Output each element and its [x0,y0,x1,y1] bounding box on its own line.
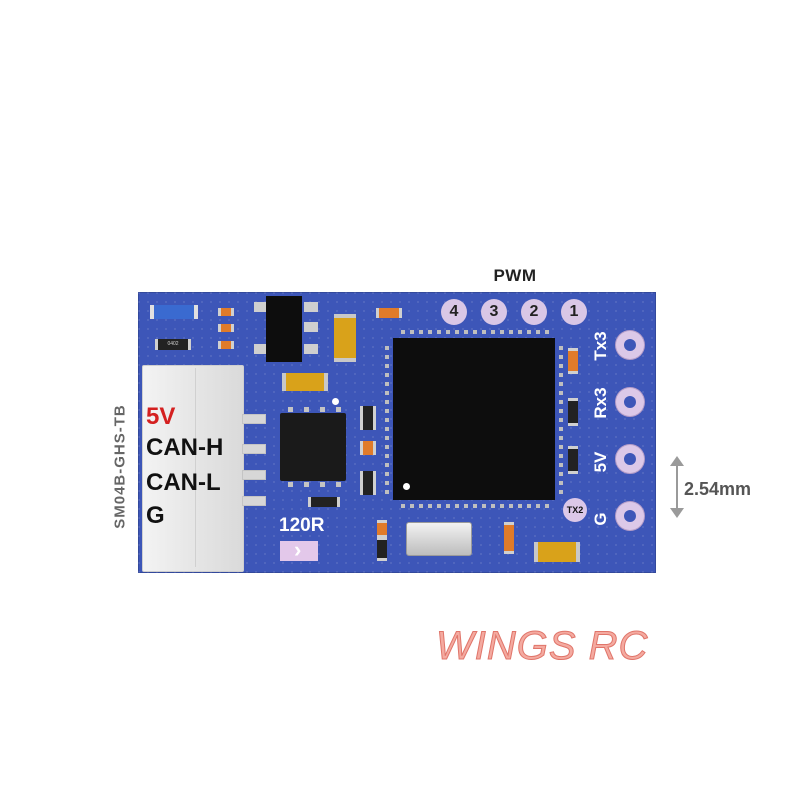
mcu-pads-bottom [401,504,549,508]
resistor [360,471,376,495]
ic-pin [254,344,268,354]
ic-pin [304,322,318,332]
crystal-oscillator [406,522,472,556]
pin1-dot [332,398,339,405]
smd-orange [360,441,376,455]
connector-pin [242,496,266,506]
termination-jumper-pad [280,537,318,563]
smd-orange [377,520,387,538]
mcu-chip [393,338,555,500]
pwm-pad-4: 4 [441,299,467,325]
resistor [377,537,387,561]
smd-orange [218,324,234,332]
brand-logo: WINGS RC [435,624,649,669]
mcu-pads-right [559,346,563,494]
pin-label-5v: 5V [591,451,610,473]
smd-orange [218,308,234,316]
mcu-pads-top [401,330,549,334]
pin-label-tx3: Tx3 [591,331,610,361]
mcu-pin1-dot [403,483,410,490]
blue-component [150,305,198,319]
ic-pin [304,344,318,354]
pin-label-rx3: Rx3 [591,387,610,419]
smd-orange [218,341,234,349]
pwm-pad-2: 2 [521,299,547,325]
connector-part-number: SM04B-GHS-TB [111,404,129,529]
resistor-code-1: 0402 [155,339,191,350]
dimension-arrow-up [670,456,684,466]
pwm-title: PWM [493,266,537,285]
can-transceiver-chip [280,413,346,481]
mcu-pads-left [385,346,389,494]
connector-pin-canl: CAN-L [146,469,221,496]
tx2-pad: TX2 [563,498,587,522]
connector-pin-5v: 5V [146,403,176,430]
dimension-arrow-down [670,508,684,518]
chip-pin [304,482,309,487]
connector-divider [145,368,196,567]
chip-pin [288,407,293,412]
chip-pin [336,407,341,412]
tantalum-capacitor [282,373,328,391]
smd-orange [504,522,514,554]
tantalum-capacitor [534,542,580,562]
chip-pin [288,482,293,487]
chip-pin [304,407,309,412]
connector-pin [242,414,266,424]
tantalum-capacitor [334,314,356,362]
chip-pin [336,482,341,487]
resistor [568,398,578,426]
connector-pin-gnd: G [146,502,165,529]
termination-label: 120R [279,515,325,536]
dimension-line [676,461,678,516]
smd-orange [568,348,578,374]
resistor [568,446,578,474]
side-pad-gnd [616,502,644,530]
pwm-pad-3: 3 [481,299,507,325]
side-pad-tx3 [616,331,644,359]
ic-pin [254,302,268,312]
resistor [308,497,340,507]
connector-pin-canh: CAN-H [146,434,224,461]
side-pad-rx3 [616,388,644,416]
pitch-label: 2.54mm [684,479,752,499]
sot-chip [266,296,302,362]
connector-pin [242,444,266,454]
resistor [360,406,376,430]
pwm-pad-1: 1 [561,299,587,325]
chip-pin [320,482,325,487]
jst-connector [142,365,244,572]
connector-pin [242,470,266,480]
pin-label-gnd: G [591,512,610,526]
ic-pin [304,302,318,312]
side-pad-5v [616,445,644,473]
chip-pin [320,407,325,412]
smd-orange [376,308,402,318]
